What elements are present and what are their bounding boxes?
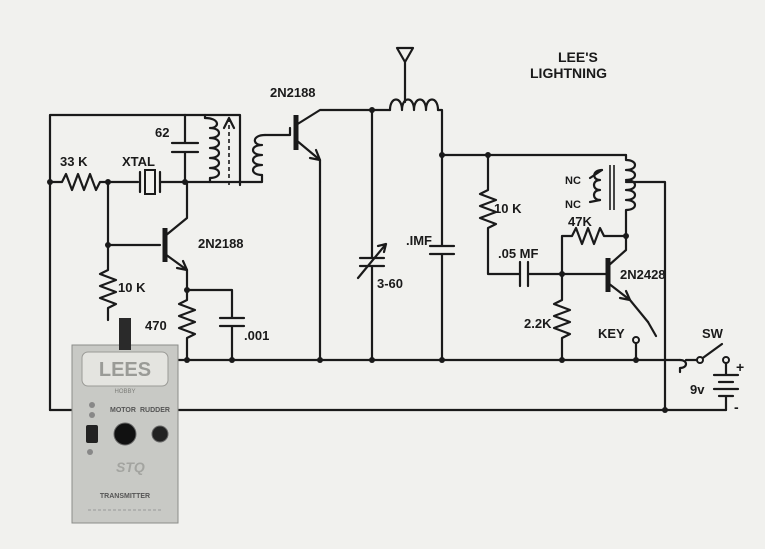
coil-right-lead [436,108,444,157]
resistor-33k [48,172,112,192]
box-sub: HOBBY [114,389,135,395]
label-q2: 2N2428 [620,267,666,282]
capacitor-0p001 [185,288,246,362]
label-sw: SW [702,326,724,341]
q2-emitter-arrow-icon [618,289,632,302]
label-cap-ant: .IMF [406,233,432,248]
trimmer-capacitor [358,108,386,362]
secondary-return [238,173,264,184]
capacitor-62 [170,113,200,184]
label-cap-05: .05 MF [498,246,539,261]
resistor-2p2k [552,272,572,362]
label-22k: 2.2K [524,316,552,331]
label-nc1: NC [565,175,581,187]
label-xtal: XTAL [122,154,155,169]
power-switch [684,342,724,362]
box-name: TRANSMITTER [100,493,150,500]
label-62: 62 [155,125,169,140]
q-osc-emitter [163,252,189,292]
lees-logo [81,351,169,387]
label-10k-right: 10 K [494,201,522,216]
label-q1: 2N2188 [270,85,316,100]
transmitter-box-photo: LEES HOBBY MOTOR RUDDER STQ TRANSMITTER [71,318,179,524]
secondary-to-base [263,126,292,137]
box-motor: MOTOR [110,407,136,414]
coil-leads [203,113,212,184]
tank-top-wire [183,113,242,187]
capacitor-0p1 [428,153,456,362]
junction-dot [229,357,235,363]
tuning-arrow-icon [222,116,236,130]
title-line1: LEE'S [558,49,598,65]
label-470: 470 [145,318,167,333]
q-osc-collector [163,180,189,238]
label-battery: 9v [690,382,705,397]
junction-dot [317,357,323,363]
box-logo: STQ [116,459,145,475]
led-icon [89,412,95,418]
tank-coil-secondary [251,133,267,177]
junction-dot [623,233,629,239]
emitter-arrow-icon [308,148,322,162]
base-bias-wire [106,180,162,247]
junction-dot [633,357,639,363]
led-icon [87,449,93,455]
junction-dot [662,407,668,413]
capacitor-0p05 [518,260,564,288]
junction-dot [559,357,565,363]
q1-collector [294,108,374,127]
q2-emitter [606,281,650,324]
label-10k-bias: 10 K [118,280,146,295]
transformer-tap-wire [624,180,667,412]
key-contact [632,336,640,344]
q-osc-emitter-arrow-icon [175,259,189,272]
junction-dot [47,179,53,185]
label-minus: - [734,399,739,415]
q2-collector [606,234,628,268]
label-q-osc: 2N2188 [198,236,244,251]
nc-leads [588,168,604,204]
battery-icon [712,361,740,412]
label-47k: 47K [568,214,592,229]
bus-crossover [678,358,688,374]
rudder-button-icon [151,425,169,443]
motor-button-icon [113,422,137,446]
junction-dot [439,357,445,363]
tank-coil-primary [203,116,221,180]
left-loop-wire [48,113,187,412]
antenna-stub [119,318,131,350]
box-brand: LEES [99,359,151,381]
title-line2: LIGHTNING [530,65,607,81]
junction-dot [184,357,190,363]
antenna-icon [395,46,415,104]
variable-arrow-icon [356,242,388,280]
junction-dot [184,287,190,293]
audio-transformer-primary [624,153,637,238]
switch-contact [696,356,704,364]
label-key: KEY [598,326,625,341]
resistor-470 [177,288,197,362]
loading-coil [388,98,440,112]
resistor-47k [560,226,626,276]
toggle-switch-icon [86,425,98,443]
label-trimmer: 3-60 [377,276,403,291]
label-33k: 33 K [60,154,88,169]
junction-dot [369,357,375,363]
box-rudder: RUDDER [140,407,170,414]
crystal-icon [144,169,156,195]
label-plus: + [736,359,744,375]
resistor-10k-bias [98,243,118,322]
led-icon [89,402,95,408]
q1-emitter [294,138,322,184]
label-nc2: NC [565,199,581,211]
resistor-10k-right [478,153,522,276]
label-001: .001 [244,328,269,343]
